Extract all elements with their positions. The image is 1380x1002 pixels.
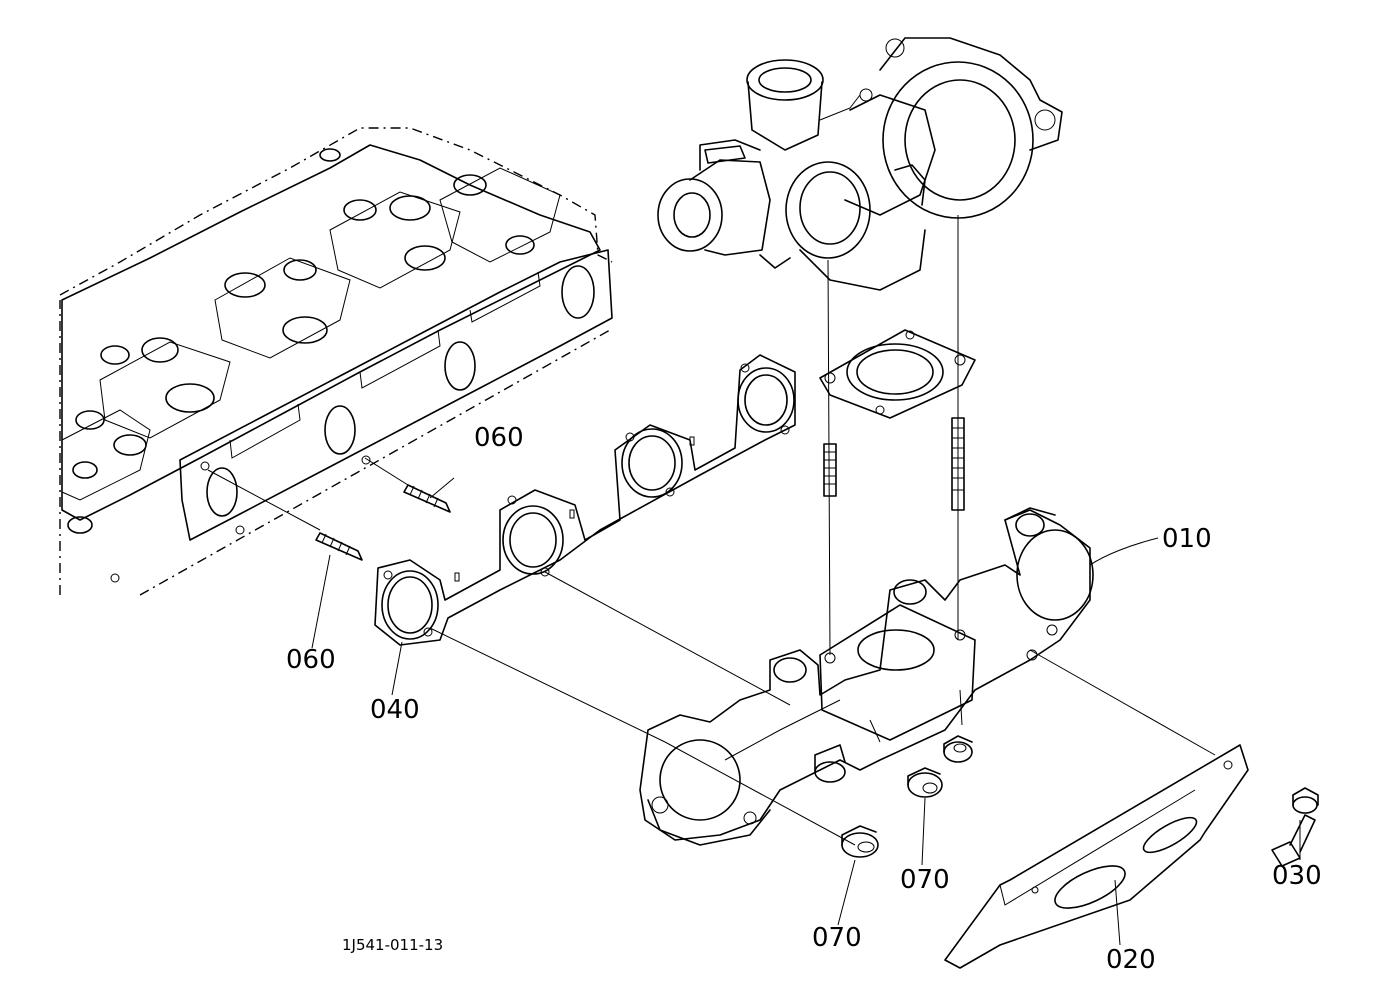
callout-070-right: 070 — [900, 865, 950, 895]
heat-shield — [944, 744, 1249, 969]
nut-middle — [907, 767, 943, 798]
turbocharger — [657, 37, 1063, 291]
callout-060-upper: 060 — [474, 423, 524, 453]
stud-upper — [403, 484, 451, 513]
figure-id: 1J541-011-13 — [342, 936, 443, 954]
manifold-gasket — [374, 354, 796, 646]
callout-leaders — [311, 477, 1301, 946]
exhaust-manifold — [639, 507, 1094, 846]
callout-010: 010 — [1162, 524, 1212, 554]
callout-020: 020 — [1106, 945, 1156, 975]
cylinder-head — [59, 127, 613, 596]
turbo-studs — [823, 215, 965, 656]
callout-040: 040 — [370, 695, 420, 725]
stud-lower — [315, 532, 363, 561]
nut-lower — [841, 825, 879, 858]
callout-030: 030 — [1272, 861, 1322, 891]
callout-070-left: 070 — [812, 923, 862, 953]
nut-upper — [943, 735, 973, 763]
assembly-lines — [207, 457, 1216, 846]
callout-060-lower: 060 — [286, 645, 336, 675]
turbo-flange-gasket — [819, 329, 976, 419]
bolt — [1271, 787, 1319, 867]
